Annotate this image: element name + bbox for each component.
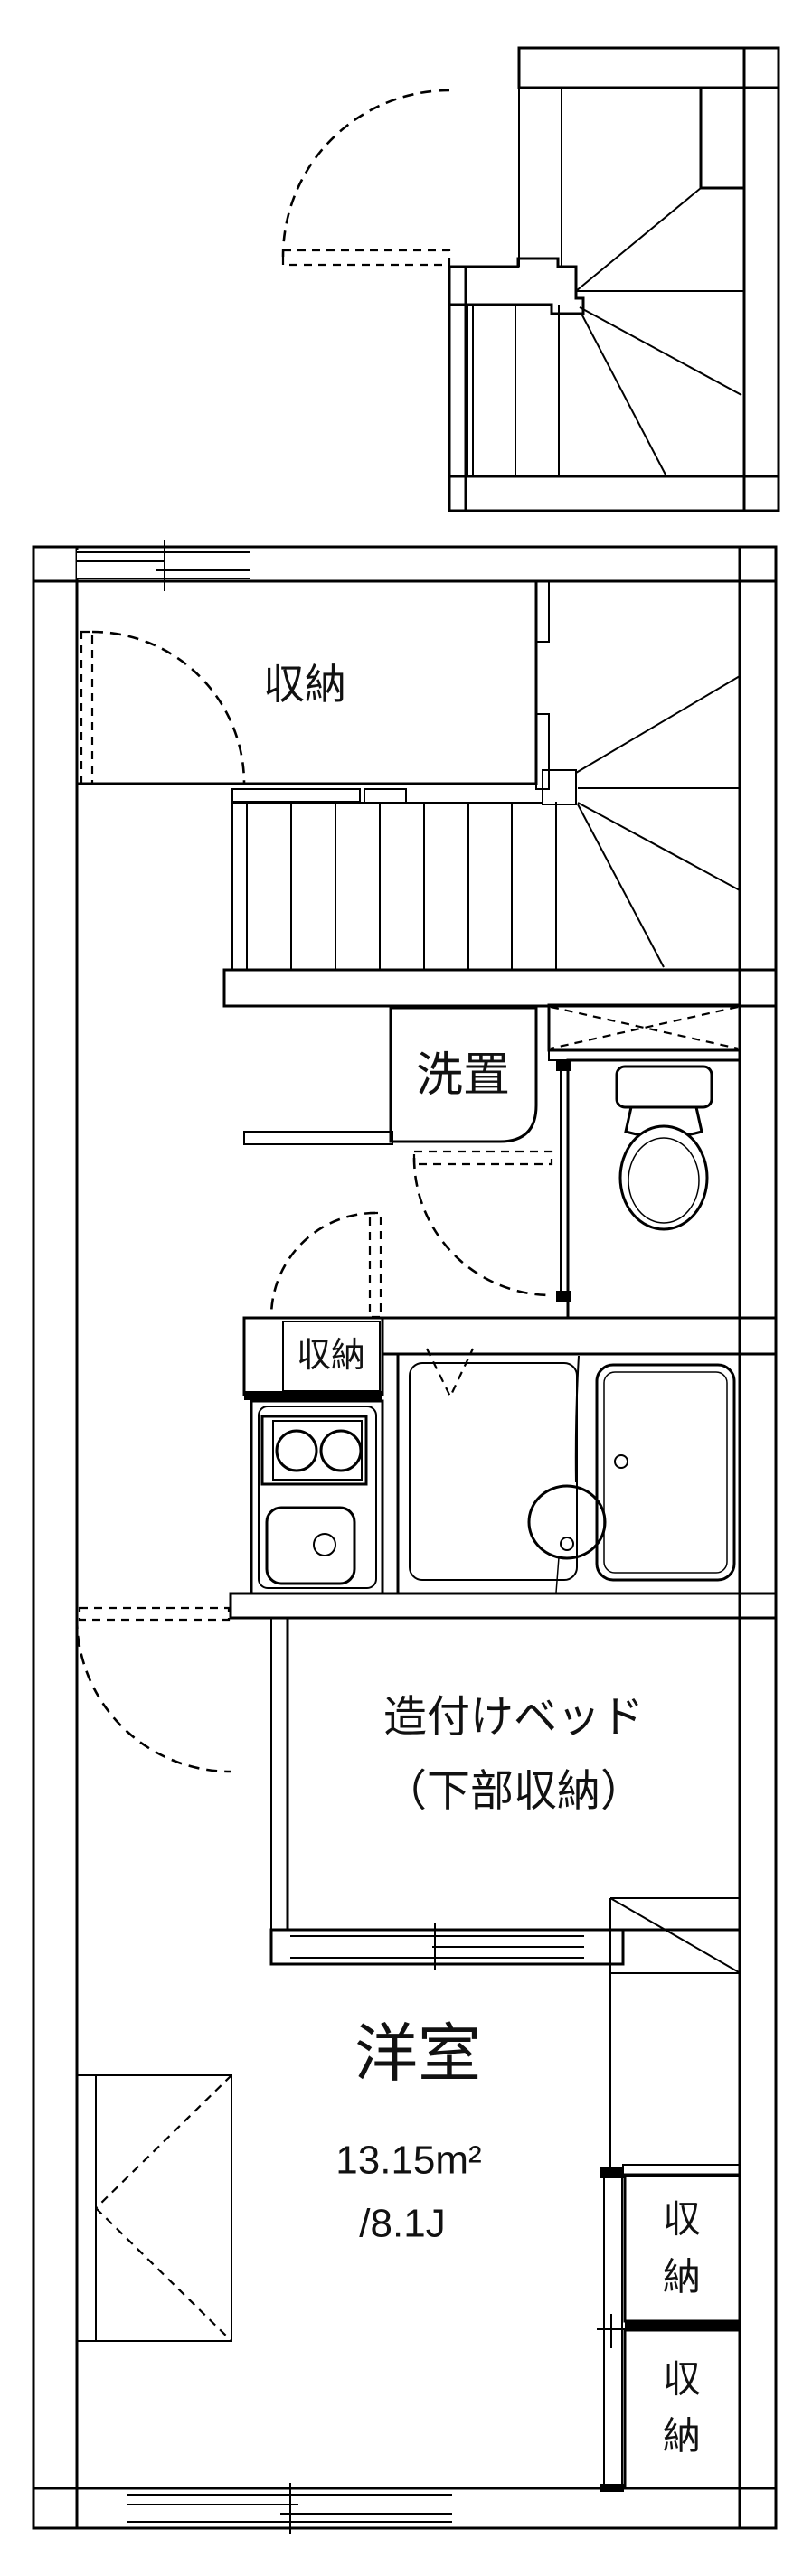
storage-box-top-char1: 収 — [663, 2198, 701, 2241]
toilet-partition — [556, 1060, 571, 1302]
stairwell-door-swing — [281, 89, 451, 267]
storage-box-bottom-char2: 納 — [663, 2415, 701, 2458]
toilet-icon — [615, 1065, 713, 1231]
slider-end-block — [600, 2484, 624, 2492]
partition-end-block — [556, 1060, 571, 1071]
storage-box-top-char2: 納 — [663, 2256, 701, 2299]
stair-bottom-wall — [222, 968, 778, 1008]
door-swing-arc-icon — [91, 630, 246, 785]
stairwell-stair-treads — [467, 88, 744, 477]
door-leaf-icon — [78, 1606, 231, 1622]
bed-label-line1: 造付けベッド — [383, 1694, 644, 1742]
outer-wall-bottom — [32, 2487, 778, 2530]
storage-top-room — [75, 579, 538, 785]
hatch-diagonal-icon — [550, 1005, 739, 1050]
door-swing-arc-icon — [281, 89, 450, 258]
bed-label-line2: （下部収納） — [383, 1768, 644, 1816]
toilet-door — [412, 1150, 553, 1297]
bathtub-icon — [595, 1363, 736, 1582]
shower-area-icon — [409, 1348, 607, 1594]
storage-small-label: 収納 — [297, 1337, 365, 1375]
toilet-top-wall — [548, 1049, 741, 1061]
main-room-area-tatami: /8.1J — [359, 2202, 445, 2246]
stairwell-storage-niche — [699, 86, 746, 190]
room-labels: 収納 洗置 収納 造付けベッド （下部収納） 洋室 13.15m² /8.1J … — [263, 661, 701, 2458]
door-swing-arc-icon — [269, 1211, 376, 1318]
washer-place-room — [389, 1006, 538, 1143]
door-leaf-icon — [281, 249, 451, 267]
slider-end-block — [600, 2167, 624, 2178]
main-unit: 収納 洗置 収納 造付けベッド （下部収納） 洋室 13.15m² /8.1J … — [32, 540, 778, 2534]
washer-place-label: 洗置 — [416, 1049, 510, 1102]
hall-wall-stub — [243, 1131, 393, 1145]
storage-box-bottom-char1: 収 — [663, 2358, 701, 2401]
partition-end-block — [556, 1291, 571, 1302]
window-bottom — [127, 2483, 452, 2534]
storage-top-door — [80, 630, 246, 785]
kitchen-stove-icon — [258, 1406, 377, 1589]
bath-folding-door-icon — [426, 1348, 474, 1399]
stair-winder-hub — [542, 769, 577, 805]
interior-walls — [222, 580, 778, 2177]
kitchen-sink-icon — [265, 1506, 356, 1585]
storage-top-label: 収納 — [263, 661, 346, 708]
bed-bottom-wall — [269, 1928, 625, 1966]
bath-top-wall — [381, 1316, 778, 1356]
main-room-name: 洋室 — [354, 2018, 481, 2089]
desk-counter — [76, 2074, 232, 2342]
door-leaf-icon — [80, 630, 94, 785]
stairwell-box — [281, 46, 780, 512]
hatch-diagonal-icon — [550, 1005, 739, 1050]
main-room-door — [75, 1606, 231, 1773]
storage-box-bottom — [623, 2328, 741, 2490]
bath-area-door — [269, 1211, 382, 1319]
main-room-area-m2: 13.15m² — [335, 2139, 481, 2183]
window-bed — [290, 1923, 584, 1970]
door-swing-arc-icon — [412, 1157, 552, 1297]
closet-column — [597, 1897, 740, 2492]
storage-small-sill — [244, 1391, 382, 1400]
stair-treads — [231, 641, 741, 970]
door-swing-arc-icon — [75, 1617, 231, 1773]
window-top — [77, 540, 250, 591]
bath-bottom-wall — [229, 1592, 778, 1620]
storage-box-divider — [625, 2321, 740, 2330]
